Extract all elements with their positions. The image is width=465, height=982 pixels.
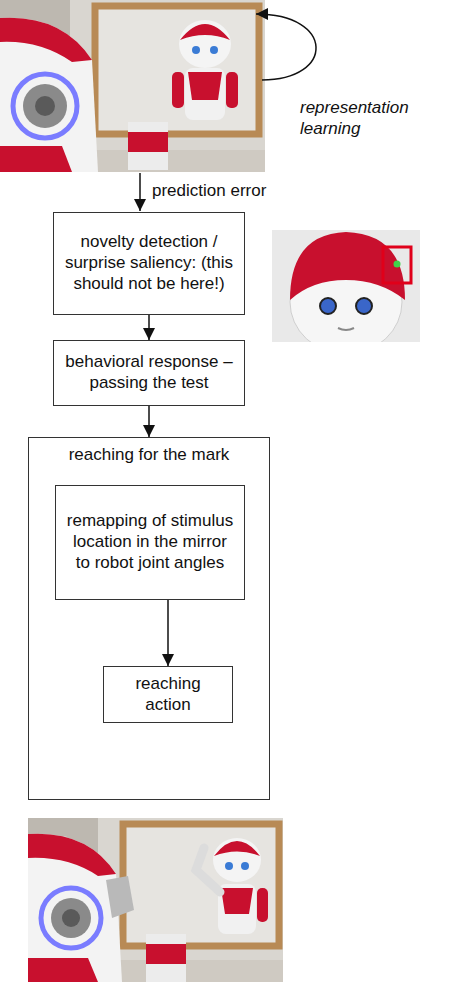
robot-mirror-photo <box>180 24 230 40</box>
box-text: novelty detection / surprise saliency: (… <box>63 232 235 294</box>
robot-reaching-photo <box>98 960 283 982</box>
annotation-label: prediction error <box>152 181 312 202</box>
robot-reaching-photo <box>98 818 283 960</box>
robot-reaching-photo <box>28 818 283 982</box>
annotation-label: representation learning <box>300 98 450 139</box>
robot-reaching-photo <box>28 958 98 982</box>
robot-face-inset <box>320 298 336 314</box>
loop-arrow <box>256 14 316 80</box>
robot-mirror-photo <box>226 72 238 108</box>
robot-reaching-photo <box>51 898 91 938</box>
robot-reaching-photo <box>214 841 260 856</box>
process-box: behavioral response – passing the test <box>53 340 245 406</box>
box-text: behavioral response – passing the test <box>63 352 235 393</box>
robot-reaching-photo <box>241 862 249 870</box>
robot-face-inset <box>290 232 405 300</box>
box-text: reaching action <box>113 674 223 715</box>
robot-reaching-photo <box>225 862 233 870</box>
robot-reaching-photo <box>62 909 80 927</box>
robot-reaching-photo <box>221 888 253 914</box>
robot-mirror-photo <box>95 6 259 134</box>
robot-mirror-photo <box>210 46 218 54</box>
robot-mirror-photo <box>0 18 92 62</box>
flow-arrow <box>167 600 169 666</box>
robot-face-inset <box>338 328 354 330</box>
robot-mirror-photo <box>0 0 265 172</box>
robot-reaching-photo <box>28 834 116 876</box>
flow-arrow <box>148 315 150 340</box>
box-text: reaching for the mark <box>69 445 230 466</box>
robot-mirror-photo <box>185 68 225 120</box>
robot-mirror-photo <box>128 122 168 170</box>
robot-reaching-photo <box>106 876 134 918</box>
robot-reaching-photo <box>123 824 279 946</box>
robot-mirror-photo <box>13 74 77 138</box>
group-box: reaching for the mark remapping of stimul… <box>28 437 270 800</box>
flow-arrow <box>139 173 141 211</box>
robot-face-inset <box>356 298 372 314</box>
robot-reaching-photo <box>146 934 186 982</box>
process-box: remapping of stimulus location in the mi… <box>55 485 245 600</box>
flow-arrow <box>148 406 150 437</box>
robot-mirror-photo <box>179 20 231 68</box>
robot-mirror-photo <box>35 96 55 116</box>
box-text: remapping of stimulus location in the mi… <box>65 511 235 573</box>
robot-mirror-photo <box>172 72 184 108</box>
robot-reaching-photo <box>257 888 268 922</box>
robot-reaching-photo <box>213 838 261 882</box>
robot-reaching-photo <box>41 888 101 948</box>
robot-mirror-photo <box>0 0 265 172</box>
robot-mirror-photo <box>0 18 98 172</box>
process-box: reaching action <box>103 666 233 723</box>
robot-mirror-photo <box>23 84 67 128</box>
robot-reaching-photo <box>146 944 186 964</box>
process-box: novelty detection / surprise saliency: (… <box>53 212 245 315</box>
robot-reaching-photo <box>28 834 122 982</box>
robot-mirror-photo <box>128 132 168 152</box>
robot-mirror-photo <box>192 46 200 54</box>
robot-face-inset <box>383 247 411 283</box>
robot-face-inset <box>394 261 401 268</box>
robot-reaching-photo <box>28 818 283 982</box>
robot-mirror-photo <box>188 72 222 100</box>
robot-mirror-photo <box>0 146 72 172</box>
robot-face-inset <box>272 230 420 342</box>
